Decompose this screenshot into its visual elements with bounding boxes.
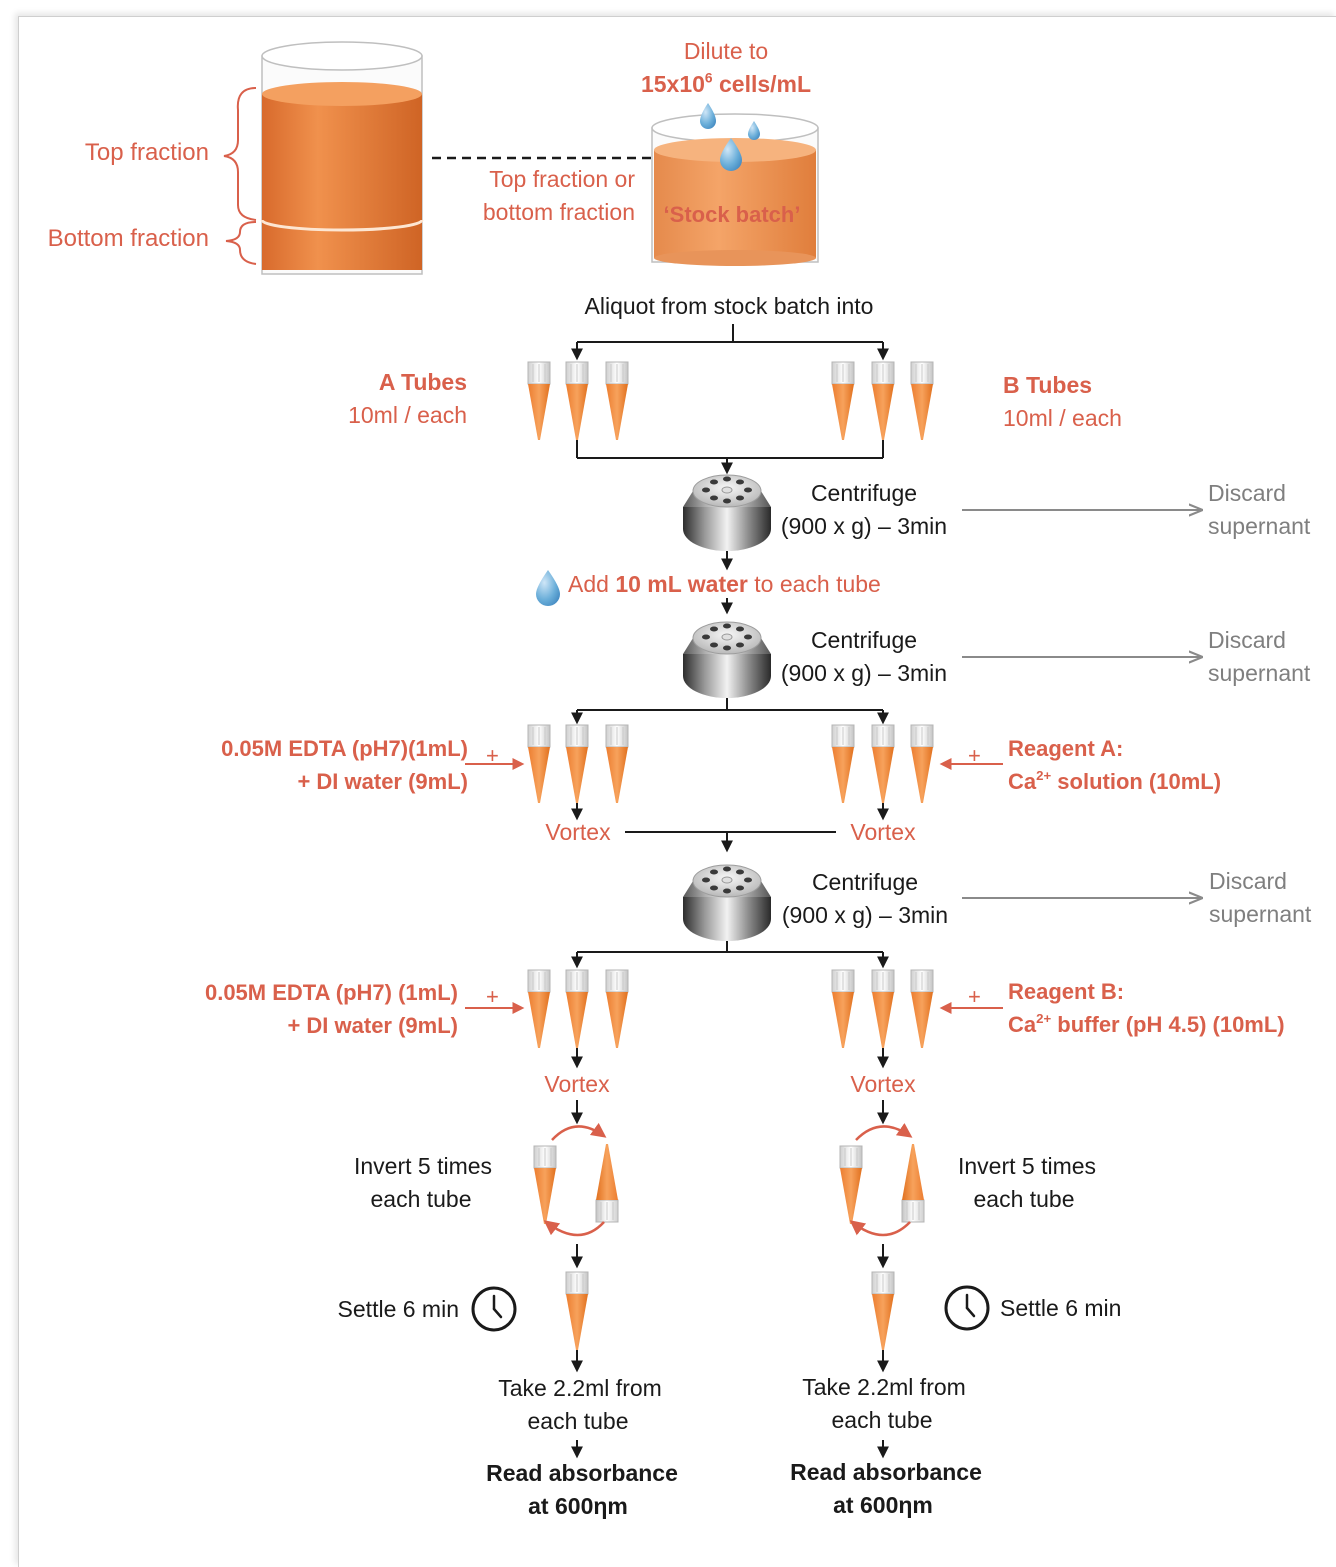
- centrifuge-2-label: Centrifuge: [810, 627, 918, 653]
- discard-1-detail: supernant: [1208, 513, 1311, 539]
- plus-sign: +: [486, 743, 499, 768]
- plus-sign: +: [486, 984, 499, 1009]
- a-tubes-title: A Tubes: [378, 369, 467, 395]
- diagram-frame: [18, 16, 1336, 1567]
- invert-tubes-a: [533, 1122, 619, 1237]
- discard-2-detail: supernant: [1208, 660, 1311, 686]
- stock-batch-label: ‘Stock batch’: [663, 202, 801, 227]
- reagent-b-detail: Ca2+ buffer (pH 4.5) (10mL): [1008, 1010, 1285, 1037]
- settle-b-label: Settle 6 min: [1000, 1295, 1122, 1321]
- centrifuge-3-label: Centrifuge: [811, 869, 919, 895]
- a-tubes-volume: 10ml / each: [348, 402, 467, 428]
- take-b-line2: each tube: [831, 1407, 933, 1433]
- reagent-a-title: Reagent A:: [1008, 736, 1124, 761]
- discard-3-detail: supernant: [1209, 901, 1312, 927]
- settle-a-label: Settle 6 min: [337, 1296, 459, 1322]
- water-drop-icon: [536, 570, 560, 606]
- rotation-arrow-icon: [849, 1220, 911, 1237]
- centrifuge-1-settings: (900 x g) – 3min: [780, 513, 948, 539]
- water-drop-icon: [700, 103, 716, 129]
- plus-sign: +: [968, 984, 981, 1009]
- aliquot-label: Aliquot from stock batch into: [584, 293, 874, 319]
- take-a-line2: each tube: [527, 1408, 629, 1434]
- read-a-line2: at 600ηm: [528, 1493, 628, 1519]
- edta-a1-line1: 0.05M EDTA (pH7)(1mL): [221, 736, 468, 761]
- discard-1-label: Discard: [1208, 480, 1286, 506]
- vortex-b1: Vortex: [850, 819, 916, 845]
- reagent-b-title: Reagent B:: [1008, 979, 1125, 1004]
- b-tubes-row-2: [831, 724, 934, 804]
- aliquot-connector: [571, 324, 889, 1459]
- b-tubes-row-3: [831, 969, 934, 1049]
- fraction-choice-line1: Top fraction or: [489, 166, 635, 192]
- water-drop-icon: [720, 138, 742, 171]
- discard-3-label: Discard: [1209, 868, 1287, 894]
- edta-a2-line2: + DI water (9mL): [287, 1013, 458, 1038]
- take-b-line1: Take 2.2ml from: [802, 1374, 966, 1400]
- vortex-a1: Vortex: [545, 819, 611, 845]
- clock-icon: [944, 1285, 990, 1331]
- b-tubes-title: B Tubes: [1003, 372, 1093, 398]
- top-fraction-label: Top fraction: [84, 139, 209, 166]
- read-b-line1: Read absorbance: [790, 1459, 982, 1485]
- dilute-concentration: 15x106 cells/mL: [640, 70, 812, 97]
- edta-a2-line1: 0.05M EDTA (pH7) (1mL): [204, 980, 458, 1005]
- add-water-label: Add 10 mL water to each tube: [568, 571, 881, 597]
- invert-b-line1: Invert 5 times: [957, 1153, 1097, 1179]
- invert-b-line2: each tube: [973, 1186, 1075, 1212]
- bottom-fraction-brace: [225, 221, 257, 265]
- plus-sign: +: [968, 743, 981, 768]
- tube-icon: [871, 1271, 895, 1351]
- reagent-a-detail: Ca2+ solution (10mL): [1008, 767, 1222, 794]
- rotation-arrow-icon: [543, 1220, 605, 1237]
- centrifuge-icon: [682, 474, 772, 552]
- vortex-b2: Vortex: [850, 1071, 916, 1097]
- top-fraction-brace: [223, 87, 257, 221]
- water-drop-icon: [748, 121, 760, 140]
- rotation-arrow-icon: [855, 1122, 913, 1141]
- fraction-beaker: [260, 41, 424, 275]
- b-tubes-volume: 10ml / each: [1003, 405, 1122, 431]
- invert-a-line1: Invert 5 times: [353, 1153, 493, 1179]
- centrifuge-icon: [682, 864, 772, 942]
- dilute-label: Dilute to: [683, 38, 769, 64]
- centrifuge-3-settings: (900 x g) – 3min: [781, 902, 949, 928]
- b-tubes-row-1: [831, 361, 934, 441]
- take-a-line1: Take 2.2ml from: [498, 1375, 662, 1401]
- vortex-a2: Vortex: [544, 1071, 610, 1097]
- bottom-fraction-label: Bottom fraction: [47, 227, 209, 251]
- fraction-choice-line2: bottom fraction: [482, 199, 635, 225]
- rotation-arrow-icon: [551, 1122, 607, 1141]
- edta-a1-line2: + DI water (9mL): [297, 769, 468, 794]
- read-a-line1: Read absorbance: [486, 1460, 678, 1486]
- discard-2-label: Discard: [1208, 627, 1286, 653]
- read-b-line2: at 600ηm: [833, 1492, 933, 1518]
- centrifuge-icon: [682, 621, 772, 699]
- invert-a-line2: each tube: [370, 1186, 472, 1212]
- invert-tubes-b: [839, 1122, 925, 1237]
- centrifuge-1-label: Centrifuge: [810, 480, 918, 506]
- centrifuge-2-settings: (900 x g) – 3min: [780, 660, 948, 686]
